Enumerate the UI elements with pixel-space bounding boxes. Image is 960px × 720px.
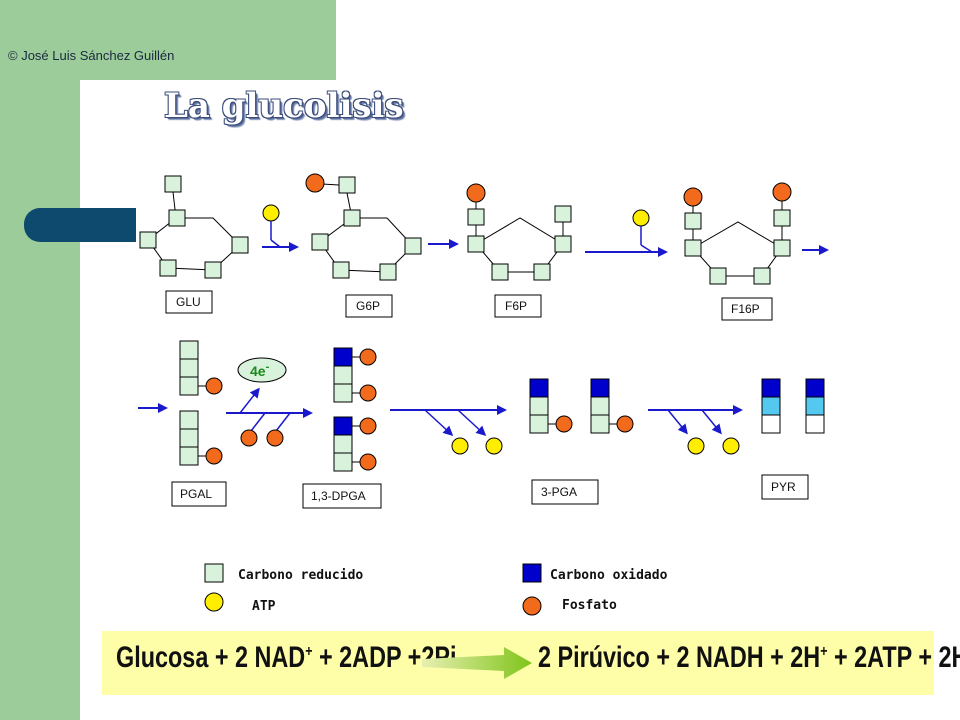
phosphate-circle	[240, 429, 258, 447]
g6p-label: G6P	[356, 299, 380, 313]
f16p-label: F16P	[731, 302, 760, 316]
legend-oxidized-carbon-label: Carbono oxidado	[550, 568, 668, 583]
f6p-molecule	[466, 183, 572, 281]
dpga-label: 1,3-DPGA	[311, 489, 366, 503]
pyr-label: PYR	[771, 480, 796, 494]
legend-reduced-carbon-label: Carbono reducido	[238, 568, 363, 583]
dpga-label-box	[302, 483, 382, 509]
electrons-label: 4e-	[250, 361, 270, 379]
slide-title: La glucolisis	[164, 86, 404, 126]
glu-label-box	[165, 290, 213, 314]
f6p-label-box	[494, 294, 542, 318]
g6p-label-box	[345, 294, 393, 318]
left-green-strip	[0, 0, 80, 720]
equation-arrow-icon	[422, 647, 532, 679]
legend-phosphate-label: Fosfato	[562, 598, 617, 613]
legend-phosphate-swatch	[522, 596, 542, 616]
atp-circle	[632, 209, 650, 227]
equation-reactants: Glucosa + 2 NAD+ + 2ADP +2Pi	[116, 641, 457, 674]
slide-tab-decoration	[24, 208, 136, 242]
pgal-molecules	[179, 340, 223, 466]
glucose-molecule	[139, 175, 249, 279]
equation-box: Glucosa + 2 NAD+ + 2ADP +2Pi 2 Pirúvico …	[102, 631, 960, 695]
atp-circle	[485, 437, 503, 455]
pgal-label: PGAL	[180, 487, 212, 501]
legend: Carbono reducido ATP Carbono oxidado Fos…	[204, 563, 668, 616]
legend-atp-swatch	[204, 592, 224, 612]
glu-label: GLU	[176, 295, 201, 309]
pyr-label-box	[761, 474, 809, 500]
pgal-label-box	[171, 481, 227, 507]
top-green-band	[0, 0, 336, 80]
pga-label-box	[531, 479, 599, 505]
legend-reduced-carbon-swatch	[204, 563, 224, 583]
legend-atp-label: ATP	[252, 599, 276, 614]
f6p-label: F6P	[505, 299, 527, 313]
pyr-molecules	[761, 378, 825, 434]
atp-circle	[262, 204, 280, 222]
dpga-molecules	[333, 347, 377, 472]
atp-circle	[451, 437, 469, 455]
copyright-text: © José Luis Sánchez Guillén	[8, 48, 175, 63]
f16p-molecule	[683, 182, 792, 285]
phosphate-circle	[266, 429, 284, 447]
equation-products: 2 Pirúvico + 2 NADH + 2H+ + 2ATP + 2H2O	[538, 641, 960, 674]
atp-circle	[687, 437, 705, 455]
electrons-ellipse	[237, 357, 287, 383]
g6p-molecule	[305, 173, 422, 281]
atp-circle	[722, 437, 740, 455]
f16p-label-box	[721, 297, 773, 321]
legend-oxidized-carbon-swatch	[522, 563, 542, 583]
pga-molecules	[529, 378, 634, 434]
pga-label: 3-PGA	[541, 485, 577, 499]
